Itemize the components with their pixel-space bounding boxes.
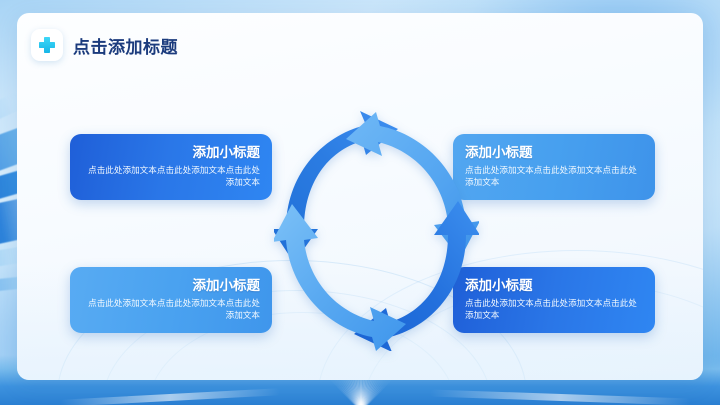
content-box-top-left[interactable]: 添加小标题 点击此处添加文本点击此处添加文本点击此处添加文本: [70, 134, 272, 200]
content-box-body: 点击此处添加文本点击此处添加文本点击此处添加文本: [88, 165, 260, 188]
content-box-title: 添加小标题: [192, 278, 261, 294]
content-box-title: 添加小标题: [192, 145, 261, 161]
content-box-title: 添加小标题: [465, 145, 533, 161]
arrow-top-left: [274, 111, 398, 263]
slide-header: 点击添加标题: [31, 29, 178, 61]
content-box-title: 添加小标题: [465, 278, 533, 294]
four-arrow-cycle-diagram: [274, 111, 479, 351]
content-box-body: 点击此处添加文本点击此处添加文本点击此处添加文本: [465, 298, 637, 321]
arrow-bottom-left: [274, 204, 406, 351]
content-box-bottom-right[interactable]: 添加小标题 点击此处添加文本点击此处添加文本点击此处添加文本: [453, 267, 655, 333]
page-title: 点击添加标题: [73, 37, 178, 57]
content-box-body: 点击此处添加文本点击此处添加文本点击此处添加文本: [88, 298, 260, 321]
content-box-body: 点击此处添加文本点击此处添加文本点击此处添加文本: [465, 165, 637, 188]
medical-cross-icon: [37, 35, 57, 55]
background-ray-pattern: [0, 355, 720, 405]
content-box-bottom-left[interactable]: 添加小标题 点击此处添加文本点击此处添加文本点击此处添加文本: [70, 267, 272, 333]
arrow-top-right: [346, 112, 479, 259]
logo-badge: [31, 29, 63, 61]
content-box-top-right[interactable]: 添加小标题 点击此处添加文本点击此处添加文本点击此处添加文本: [453, 134, 655, 200]
content-card: 点击添加标题 添加小标题 点击此处添加文本点击此处添加文本点击此处添加文本 添加…: [17, 13, 703, 380]
arrow-bottom-right: [354, 201, 479, 351]
